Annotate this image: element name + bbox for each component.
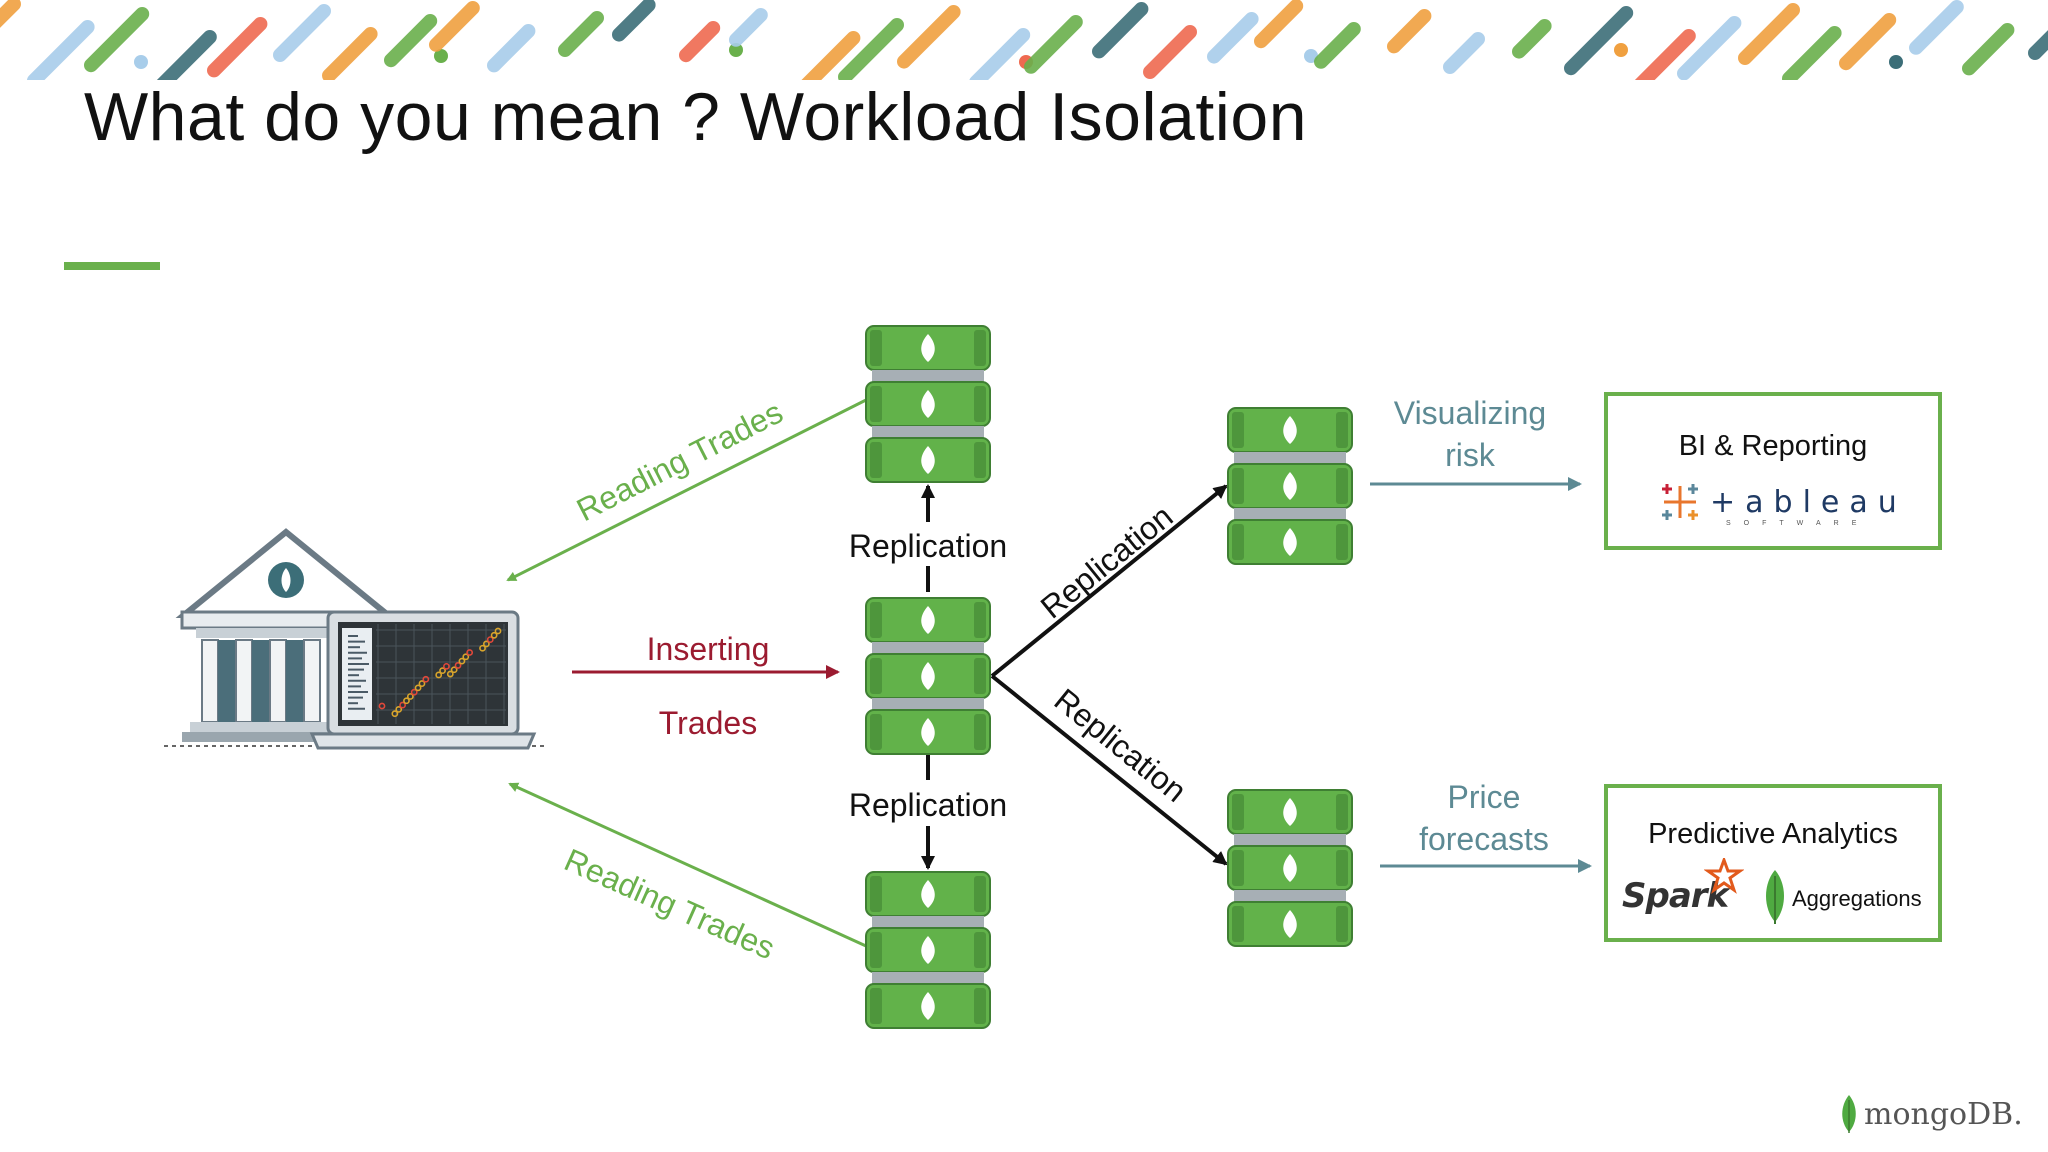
stripe	[1254, 0, 1304, 49]
stripe-dot	[729, 43, 743, 57]
stripe	[1443, 32, 1485, 74]
stripe	[1782, 26, 1842, 80]
replication-diag-down-label: Replication	[1048, 681, 1194, 809]
risk-label: risk	[1445, 437, 1496, 473]
price-label: Price	[1448, 779, 1521, 815]
title-underline	[64, 262, 160, 270]
reading-trades-top-label: Reading Trades	[571, 394, 789, 529]
stripe	[1387, 9, 1432, 54]
edge-reading-trades-bottom: Reading Trades	[508, 782, 867, 967]
stripe	[0, 0, 21, 28]
stripe	[84, 7, 150, 73]
inserting-label: Inserting	[647, 631, 770, 667]
stripe	[1909, 0, 1964, 55]
stripe	[1512, 19, 1552, 59]
stripe	[2028, 30, 2048, 60]
stripe	[1564, 6, 1634, 76]
tableau-cross-icon	[1662, 484, 1698, 520]
bi-reporting-box: BI & Reporting +ableau SOFTWARE	[1604, 392, 1942, 550]
stripe	[1738, 3, 1800, 65]
bi-reporting-heading: BI & Reporting	[1678, 430, 1868, 462]
stripe	[1839, 13, 1897, 71]
stripe	[1962, 23, 2015, 76]
tableau-software-sub: SOFTWARE	[1726, 520, 1870, 527]
stripe	[1143, 25, 1197, 79]
stripe	[487, 24, 536, 73]
visualizing-label: Visualizing	[1394, 395, 1546, 431]
edge-visualizing-risk: Visualizing risk	[1370, 395, 1582, 491]
aggregations-label: Aggregations	[1792, 886, 1922, 911]
stripe	[801, 31, 861, 80]
spark-logo: Spark	[1622, 876, 1729, 916]
replication-diag-up-label: Replication	[1034, 498, 1180, 626]
decorative-stripes-banner	[0, 0, 2048, 80]
stripe	[1634, 29, 1696, 80]
tableau-logo: +ableau	[1658, 480, 1907, 524]
mongodb-logo: mongoDB.	[1838, 1094, 2023, 1134]
forecasts-label: forecasts	[1419, 821, 1549, 857]
spark-star-icon	[1704, 858, 1744, 894]
predictive-analytics-box: Predictive Analytics Spark Aggregations	[1604, 784, 1942, 942]
stripe	[156, 30, 217, 80]
slide-title: What do you mean ? Workload Isolation	[84, 79, 1308, 155]
stripe	[1677, 16, 1742, 80]
trades-label: Trades	[659, 705, 757, 741]
edge-replication-up: Replication	[849, 484, 1007, 592]
db-stack-primary	[865, 597, 991, 755]
stripe	[1092, 2, 1149, 59]
replication-up-label: Replication	[849, 528, 1007, 564]
stripe	[679, 21, 721, 63]
edge-replication-down: Replication	[849, 752, 1007, 870]
stripe	[1314, 22, 1361, 69]
stripe	[273, 4, 331, 62]
stripe-dot	[1614, 43, 1628, 57]
db-stack-analytics-top	[1227, 407, 1353, 565]
stripe	[1024, 15, 1083, 74]
stripe-dot	[134, 55, 148, 69]
edge-inserting-trades: Inserting Trades	[572, 631, 840, 741]
stripe	[969, 28, 1031, 80]
edge-price-forecasts: Price forecasts	[1380, 779, 1592, 873]
tableau-wordmark: +ableau	[1710, 484, 1907, 520]
predictive-analytics-heading: Predictive Analytics	[1648, 818, 1898, 850]
bank-laptop-illustration	[164, 528, 546, 750]
replication-down-label: Replication	[849, 787, 1007, 823]
db-stack-analytics-bottom	[1227, 789, 1353, 947]
edge-replication-to-pa: Replication	[990, 674, 1228, 866]
edge-reading-trades-top: Reading Trades	[506, 394, 867, 582]
mongodb-leaf-icon	[1766, 870, 1784, 924]
mongodb-wordmark: mongoDB.	[1864, 1096, 2023, 1132]
stripe	[729, 8, 768, 47]
stripe	[558, 11, 604, 57]
reading-trades-bottom-label: Reading Trades	[559, 842, 780, 967]
stripe	[897, 5, 961, 69]
mongodb-footer-leaf-icon	[1842, 1095, 1856, 1133]
db-stack-secondary-top	[865, 325, 991, 483]
stripe-dot	[434, 49, 448, 63]
db-stack-secondary-bottom	[865, 871, 991, 1029]
stripe	[429, 1, 480, 52]
stripe	[207, 17, 268, 78]
stripe-dot	[1889, 55, 1903, 69]
edge-replication-to-bi: Replication	[990, 484, 1228, 678]
stripe	[322, 27, 378, 80]
stripe	[838, 18, 904, 80]
stripe	[384, 14, 438, 68]
stripe	[612, 0, 656, 42]
stripe	[1207, 12, 1259, 64]
stripe	[27, 20, 95, 80]
